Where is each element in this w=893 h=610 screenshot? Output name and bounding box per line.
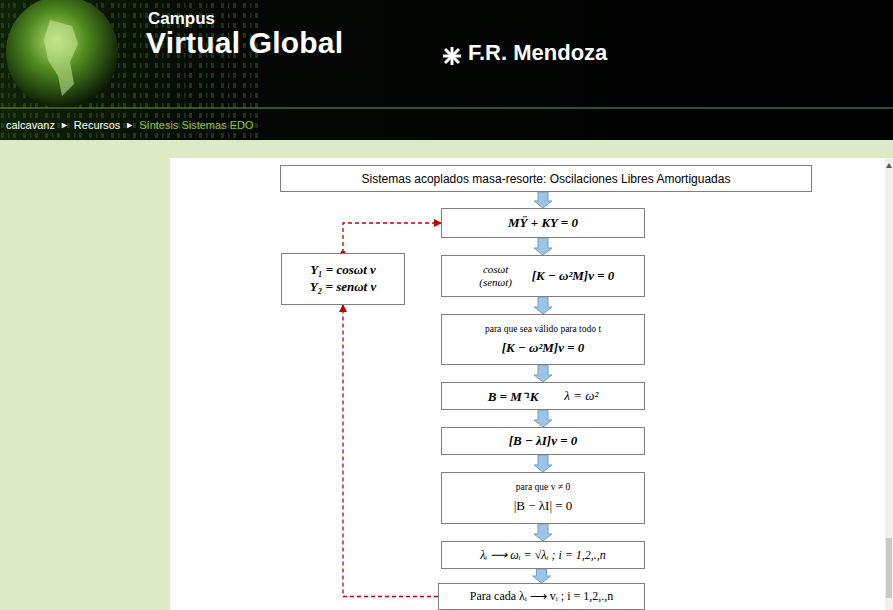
title-box: Sistemas acoplados masa-resorte: Oscilac…	[280, 165, 812, 192]
block-arrow	[534, 410, 552, 427]
node-text: Sistemas acoplados masa-resorte: Oscilac…	[362, 172, 731, 186]
block-arrow	[534, 455, 552, 472]
process-box: B = M⁻¹K λ = ω²	[441, 382, 645, 410]
process-box: para que sea válido para todo t [K − ω²M]…	[441, 314, 645, 365]
process-box: Para cada λᵢ ⟶ vᵢ ; i = 1,2,.,n	[438, 583, 645, 610]
node-text: [B − λI]v = 0	[509, 433, 578, 449]
left-margin	[0, 140, 170, 610]
node-text: λ = ω²	[564, 388, 598, 404]
header-rule	[0, 108, 893, 109]
node-text: Y₁ = cosωt v	[310, 262, 376, 279]
globe-logo	[6, 0, 118, 108]
feedback-arrow	[343, 223, 441, 253]
node-text: Para cada λᵢ ⟶ vᵢ ; i = 1,2,.,n	[470, 589, 613, 604]
process-box: para que v ≠ 0 |B − λI| = 0	[441, 472, 645, 524]
breadcrumb-separator: ►	[125, 120, 134, 130]
breadcrumb-link: calcavanz	[6, 119, 55, 131]
node-text: cosωt (senωt)	[472, 263, 520, 288]
node-text: B = M⁻¹K	[488, 387, 539, 405]
node-text: [K − ω²M]v = 0	[532, 268, 615, 284]
node-text: |B − λI| = 0	[514, 498, 573, 514]
block-arrow	[533, 569, 551, 583]
breadcrumb-link: Síntesis Sistemas EDO	[139, 119, 253, 131]
node-text: para que sea válido para todo t	[485, 324, 601, 334]
process-box: cosωt (senωt) [K − ω²M]v = 0	[441, 255, 645, 297]
solution-box: Y₁ = cosωt vY₂ = senωt v	[281, 253, 405, 305]
header-bar	[0, 0, 893, 140]
block-arrow	[534, 297, 552, 314]
process-box: MŸ + KY = 0	[441, 208, 645, 238]
block-arrow	[534, 365, 552, 382]
content-panel	[170, 158, 885, 610]
block-arrow	[534, 192, 552, 208]
process-box: λᵢ ⟶ ωᵢ = √λᵢ ; i = 1,2,.,n	[441, 541, 645, 569]
node-text: Y₂ = senωt v	[310, 279, 376, 296]
breadcrumb-separator: ►	[60, 120, 69, 130]
faculty-name: F.R. Mendoza	[468, 40, 607, 66]
block-arrow	[534, 524, 552, 541]
block-arrow	[534, 238, 552, 255]
page-ground	[0, 140, 893, 610]
node-text: [K − ω²M]v = 0	[502, 340, 585, 356]
node-text: λᵢ ⟶ ωᵢ = √λᵢ ; i = 1,2,.,n	[480, 548, 606, 563]
site-title: Virtual Global	[146, 26, 343, 60]
breadcrumb: calcavanz ► Recursos ► Síntesis Sistemas EDO	[6, 119, 254, 131]
scroll-up-arrow	[886, 163, 892, 168]
breadcrumb-link: Recursos	[74, 119, 120, 131]
node-text: para que v ≠ 0	[516, 482, 570, 492]
node-text: MŸ + KY = 0	[508, 215, 578, 231]
process-box: [B − λI]v = 0	[441, 427, 645, 455]
scrollbar	[885, 158, 893, 610]
map-shape	[44, 20, 78, 96]
feedback-arrow	[343, 305, 438, 597]
scroll-thumb	[886, 538, 892, 598]
utn-logo	[443, 47, 461, 65]
